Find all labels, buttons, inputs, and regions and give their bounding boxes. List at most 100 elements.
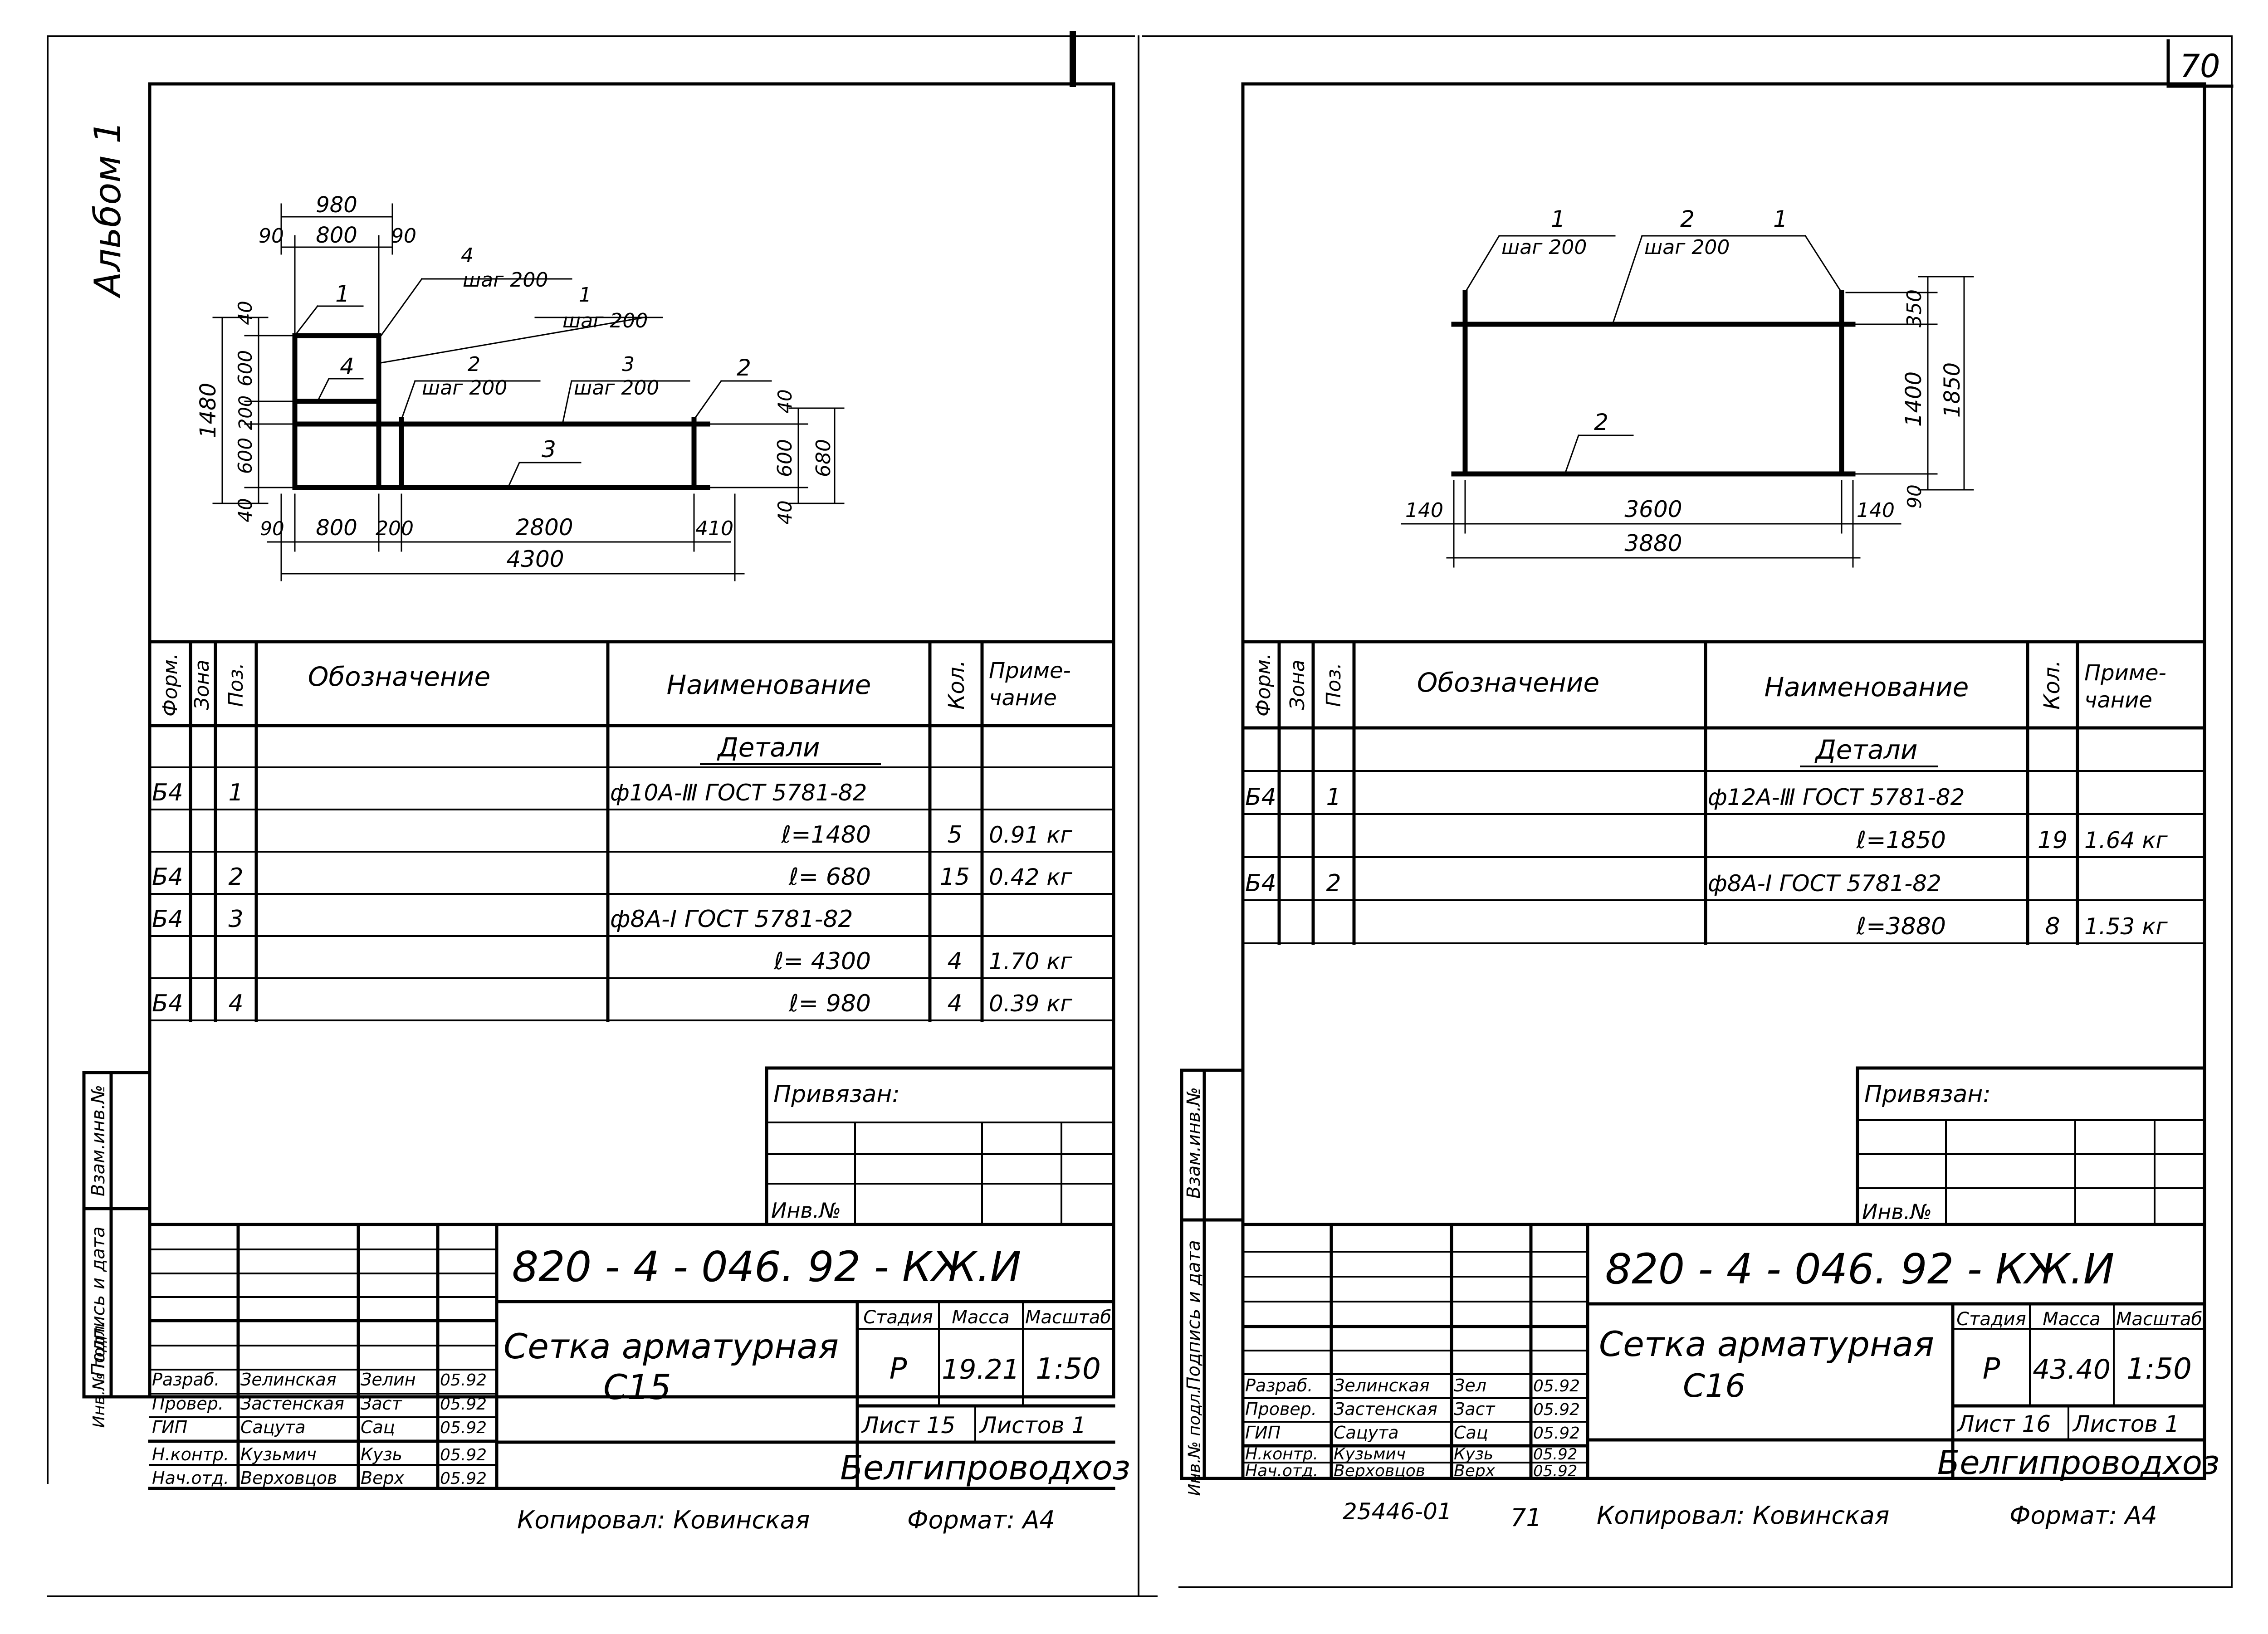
spec-row-note: 0.42 кг — [989, 864, 1072, 890]
spec-row-name: ℓ=1480 — [781, 821, 871, 849]
dim-90-top-b: 90 — [391, 224, 416, 248]
spec-row-name: ф12А-Ⅲ ГОСТ 5781-82 — [1708, 784, 1965, 810]
callout-1-step-num: 1 — [579, 283, 591, 307]
spec-row-name: ℓ= 680 — [788, 863, 871, 891]
dim-140-b: 140 — [1857, 499, 1895, 522]
person-date: 05.92 — [1533, 1462, 1577, 1480]
dim-1400: 1400 — [1901, 371, 1926, 427]
stamp-title-2: С15 — [603, 1367, 671, 1407]
dim-600-right: 600 — [773, 439, 797, 477]
spec-h-name: Наименование — [1765, 672, 1969, 702]
dim-140-a: 140 — [1405, 499, 1443, 522]
spec-h-note-2: чание — [2084, 688, 2152, 713]
person-date: 05.92 — [1533, 1445, 1577, 1463]
person-signature: Зел — [1454, 1375, 1486, 1395]
stamp-sheets: Листов 1 — [2072, 1411, 2179, 1437]
stamp-stage: Р — [1983, 1352, 2000, 1386]
margin-inv-replace: Взам.инв.№ — [88, 1085, 109, 1196]
spec-row-qty: 4 — [947, 948, 962, 975]
spec-row-pos: 3 — [228, 906, 243, 933]
person-name: Верховцов — [240, 1468, 337, 1488]
spec-h-zone: Зона — [191, 660, 214, 710]
spec-row-name: ℓ= 980 — [788, 990, 871, 1017]
spec-h-name: Наименование — [667, 669, 871, 700]
person-name: Верховцов — [1334, 1462, 1425, 1480]
doc-code: 820 - 4 - 046. 92 - КЖ.И — [512, 1243, 1022, 1291]
stamp-org: Белгипроводхоз — [1937, 1444, 2219, 1482]
person-signature: Сац — [1454, 1423, 1488, 1443]
left-sheet: Взам.инв.№ Подпись и дата Инв.№ подл. 98… — [82, 82, 1130, 1534]
dim-980: 980 — [316, 192, 357, 218]
person-name: Сацута — [1334, 1423, 1399, 1443]
person-signature: Верх — [361, 1468, 405, 1488]
person-role: Н.контр. — [1245, 1445, 1318, 1463]
person-name: Застенская — [240, 1394, 344, 1414]
dim-40-right-a: 40 — [774, 389, 796, 413]
spec-row-note: 1.53 кг — [2084, 913, 2168, 940]
spec-h-qty: Кол. — [944, 660, 969, 709]
stamp-scale-header: Масштаб — [2116, 1309, 2202, 1330]
person-date: 05.92 — [1533, 1377, 1580, 1395]
doc-number-footer: 25446-01 — [1343, 1498, 1452, 1525]
binding-inv: Инв.№ — [1862, 1200, 1932, 1224]
person-role: Провер. — [152, 1394, 224, 1414]
spec-row-qty: 8 — [2045, 913, 2060, 940]
person-name: Зелинская — [1334, 1375, 1430, 1395]
callout-2b: 2 — [1594, 409, 1608, 435]
person-role: Нач.отд. — [1245, 1462, 1318, 1480]
right-title-block: 820 - 4 - 046. 92 - КЖ.И Сетка арматурна… — [1241, 1223, 2219, 1482]
callout-4-step: шаг 200 — [463, 268, 548, 292]
right-mesh-drawing: 350 1400 1850 90 140 3600 140 3880 1 шаг… — [1401, 206, 1974, 568]
person-signature: Кузь — [361, 1444, 402, 1464]
page-71: 71 — [1510, 1503, 1542, 1532]
person-name: Кузьмич — [1334, 1445, 1406, 1463]
person-role: Разраб. — [152, 1370, 220, 1390]
callout-3b: 3 — [542, 436, 556, 463]
stamp-org: Белгипроводхоз — [840, 1449, 1130, 1488]
person-role: ГИП — [1245, 1423, 1281, 1443]
binding-title: Привязан: — [1864, 1081, 1991, 1108]
spec-row-name: ℓ=3880 — [1856, 913, 1946, 940]
dim-1480: 1480 — [196, 383, 221, 438]
person-date: 05.92 — [440, 1469, 487, 1488]
spec-row-form: Б4 — [1245, 784, 1276, 811]
right-binding-box: Привязан: Инв.№ — [1856, 1066, 2206, 1226]
dim-4300: 4300 — [506, 546, 564, 572]
format-right: Формат: А4 — [2009, 1501, 2157, 1530]
spec-row-qty: 15 — [940, 863, 970, 891]
spec-h-pos: Поз. — [225, 663, 248, 707]
outer-frames — [47, 31, 2234, 1597]
person-signature: Зелин — [361, 1370, 416, 1390]
spec-row-form: Б4 — [152, 779, 183, 806]
dim-800-bot: 800 — [316, 515, 357, 541]
spec-row-pos: 4 — [228, 990, 243, 1017]
callout-2-step: шаг 200 — [422, 376, 507, 400]
person-signature: Сац — [361, 1417, 395, 1437]
stamp-sheet: Лист 15 — [861, 1412, 955, 1439]
person-role: Разраб. — [1245, 1375, 1313, 1395]
margin-sign-date: Подпись и дата — [1183, 1240, 1204, 1390]
callout-1-step-num: 1 — [1551, 206, 1565, 232]
dim-1850: 1850 — [1940, 362, 1965, 418]
spec-row-qty: 19 — [2038, 827, 2068, 854]
callout-2-step-num: 2 — [468, 353, 480, 376]
spec-row-note: 1.64 кг — [2084, 827, 2168, 854]
person-date: 05.92 — [440, 1371, 487, 1390]
person-signature: Заст — [361, 1394, 403, 1414]
person-name: Сацута — [240, 1417, 306, 1437]
spec-row-name: ℓ= 4300 — [773, 948, 871, 975]
spec-h-zone: Зона — [1286, 660, 1309, 710]
spec-row-form: Б4 — [1245, 870, 1276, 897]
stamp-sheets: Листов 1 — [979, 1412, 1086, 1439]
spec-row-name: ℓ=1850 — [1856, 827, 1946, 854]
person-signature: Заст — [1454, 1399, 1496, 1419]
callout-1: 1 — [335, 281, 350, 307]
stamp-stage-header: Стадия — [1956, 1309, 2026, 1330]
dim-40-left-b: 40 — [234, 498, 256, 522]
dim-3600: 3600 — [1624, 496, 1682, 522]
spec-row-qty: 4 — [947, 990, 962, 1017]
spec-h-qty: Кол. — [2039, 660, 2065, 709]
stamp-mass: 43.40 — [2033, 1354, 2111, 1385]
spec-h-note-1: Приме- — [2084, 660, 2166, 686]
